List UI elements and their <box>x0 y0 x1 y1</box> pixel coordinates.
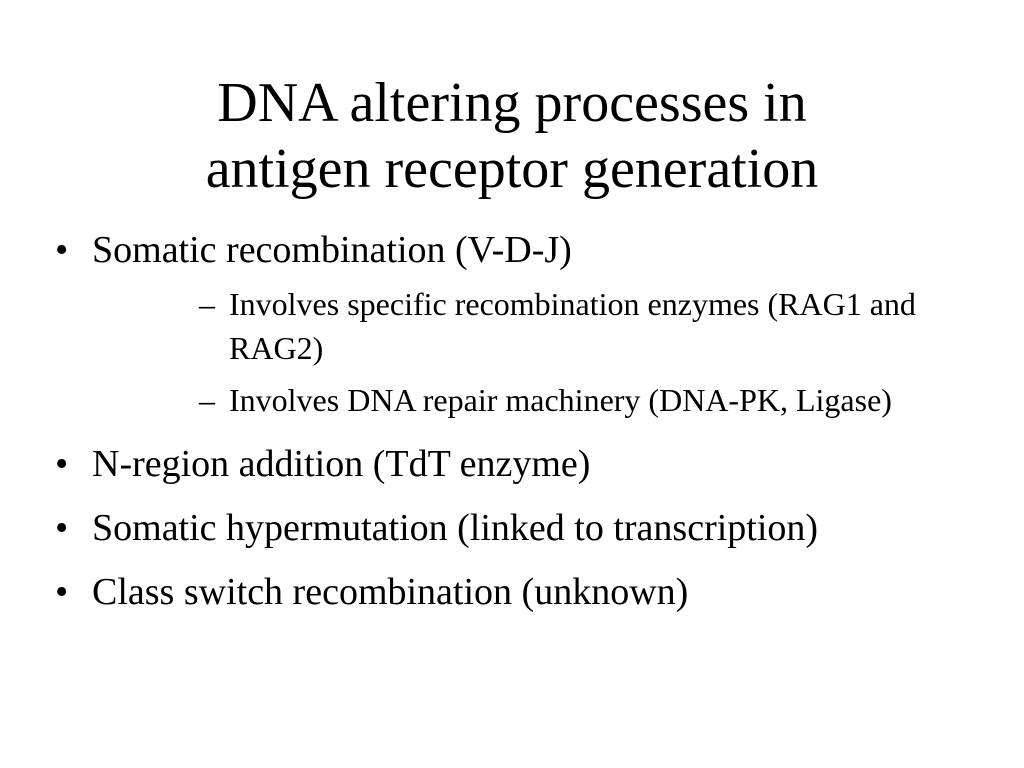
bullet-marker: • <box>55 229 69 271</box>
title-line-1: DNA altering processes in <box>217 72 807 134</box>
sub-bullet-text: Involves specific recombination enzymes … <box>229 286 916 366</box>
bullet-marker: • <box>55 571 69 613</box>
bullet-text: Somatic hypermutation (linked to transcr… <box>92 507 819 549</box>
bullet-item: • Somatic recombination (V-D-J) – Involv… <box>0 228 1024 422</box>
bullet-text: Class switch recombination (unknown) <box>92 571 689 613</box>
sub-bullet-marker: – <box>199 382 215 418</box>
bullet-marker: • <box>55 507 69 549</box>
bullet-item: • Class switch recombination (unknown) <box>0 570 1024 614</box>
sub-bullet-marker: – <box>199 286 215 322</box>
sub-bullet-item: – Involves DNA repair machinery (DNA-PK,… <box>92 378 1024 422</box>
bullet-list: • Somatic recombination (V-D-J) – Involv… <box>0 228 1024 634</box>
bullet-item: • N-region addition (TdT enzyme) <box>0 442 1024 486</box>
bullet-text: Somatic recombination (V-D-J) <box>92 229 572 271</box>
sub-bullet-list: – Involves specific recombination enzyme… <box>92 282 1024 422</box>
bullet-marker: • <box>55 443 69 485</box>
sub-bullet-text: Involves DNA repair machinery (DNA-PK, L… <box>229 382 892 418</box>
bullet-text: N-region addition (TdT enzyme) <box>92 443 591 485</box>
slide-title: DNA altering processes in antigen recept… <box>0 70 1024 202</box>
sub-bullet-item: – Involves specific recombination enzyme… <box>92 282 1024 370</box>
bullet-item: • Somatic hypermutation (linked to trans… <box>0 506 1024 550</box>
title-line-2: antigen receptor generation <box>205 138 819 200</box>
